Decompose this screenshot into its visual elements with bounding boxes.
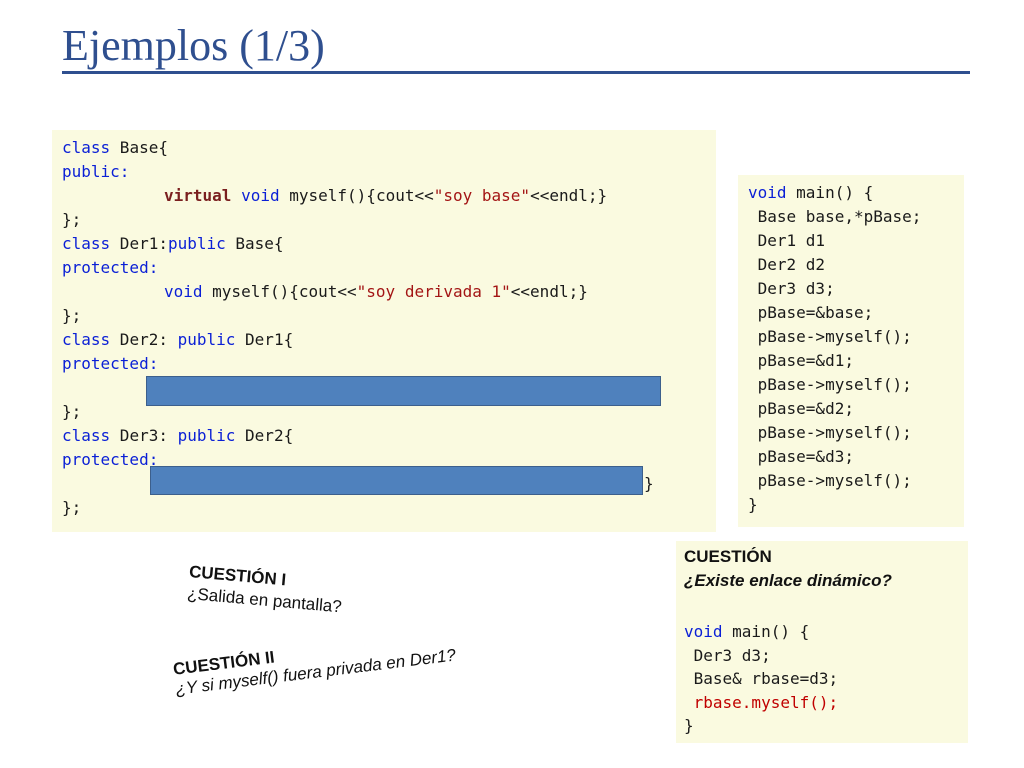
keyword: public xyxy=(167,234,226,253)
hidden-code-cover-der2[interactable] xyxy=(146,376,661,406)
code-line: Der2 d2 xyxy=(748,255,826,274)
code-line: }; xyxy=(62,210,82,229)
keyword: void xyxy=(241,186,280,205)
code-text: Der1{ xyxy=(235,330,294,349)
main-function-code: void main() { Base base,*pBase; Der1 d1 … xyxy=(738,175,964,527)
code-line: pBase=&d1; xyxy=(748,351,854,370)
code-line: } xyxy=(52,472,716,496)
keyword: class xyxy=(62,330,111,349)
keyword: void xyxy=(684,622,723,641)
code-line: void myself(){cout<<"soy derivada 1"<<en… xyxy=(52,280,716,304)
code-line: class Der2: public Der1{ xyxy=(52,328,716,352)
string-literal: "soy base" xyxy=(433,186,531,205)
code-text: <<endl;} xyxy=(510,282,588,301)
code-text: myself(){cout<< xyxy=(202,282,357,301)
code-text: Der1: xyxy=(110,234,168,253)
question-box-title: CUESTIÓN xyxy=(684,547,772,566)
code-line: protected: xyxy=(62,450,159,469)
code-line: pBase->myself(); xyxy=(748,327,912,346)
code-text: Base{ xyxy=(110,138,168,157)
question-box-question: ¿Existe enlace dinámico? xyxy=(684,571,892,590)
code-text: Der2: xyxy=(110,330,178,349)
keyword: void xyxy=(748,183,787,202)
keyword: public xyxy=(177,330,236,349)
code-line: Der1 d1 xyxy=(748,231,826,250)
code-text: <<endl;} xyxy=(530,186,608,205)
code-line: } xyxy=(748,495,758,514)
code-line: pBase=&d3; xyxy=(748,447,854,466)
class-definitions-code: class Base{ public: virtual void myself(… xyxy=(52,130,716,532)
code-line: Der3 d3; xyxy=(684,645,771,665)
code-line-highlighted: rbase.myself(); xyxy=(684,692,839,712)
code-line: Der3 d3; xyxy=(748,279,835,298)
code-line: protected: xyxy=(62,258,159,277)
title-underline xyxy=(62,71,970,74)
keyword: virtual xyxy=(164,186,232,205)
question-box: CUESTIÓN ¿Existe enlace dinámico? void m… xyxy=(676,541,968,743)
question-2: CUESTIÓN II ¿Y si myself() fuera privada… xyxy=(172,626,457,700)
keyword: public xyxy=(177,426,236,445)
question-1: CUESTIÓN I ¿Salida en pantalla? xyxy=(186,562,344,617)
hidden-code-cover-der3[interactable] xyxy=(150,466,643,495)
keyword: void xyxy=(164,282,203,301)
code-line: Base& rbase=d3; xyxy=(684,669,839,688)
code-line: virtual void myself(){cout<<"soy base"<<… xyxy=(52,184,716,208)
code-line: pBase=&base; xyxy=(748,303,874,322)
code-line: pBase->myself(); xyxy=(748,375,912,394)
code-text: Der3: xyxy=(110,426,178,445)
code-line: void main() { xyxy=(684,620,838,644)
string-literal: "soy derivada 1" xyxy=(356,282,511,301)
code-text xyxy=(231,186,241,205)
code-line: class Der1:public Base{ xyxy=(52,232,716,256)
keyword: class xyxy=(62,426,111,445)
code-line: }; xyxy=(62,306,82,325)
code-line: pBase=&d2; xyxy=(748,399,854,418)
code-line: Base base,*pBase; xyxy=(748,207,922,226)
code-line: pBase->myself(); xyxy=(748,423,912,442)
code-line: }; xyxy=(62,402,82,421)
code-text: main() { xyxy=(786,183,874,202)
slide-title: Ejemplos (1/3) xyxy=(62,21,325,70)
question-box-code: void main() { Der3 d3; Base& rbase=d3; r… xyxy=(684,620,838,738)
code-line: protected: xyxy=(62,354,159,373)
code-text: Der2{ xyxy=(235,426,294,445)
keyword: class xyxy=(62,234,111,253)
keyword: class xyxy=(62,138,111,157)
code-line: class Base{ xyxy=(52,136,716,160)
code-text: Base{ xyxy=(225,234,284,253)
code-line: class Der3: public Der2{ xyxy=(52,424,716,448)
code-text: } xyxy=(644,474,654,493)
code-line: pBase->myself(); xyxy=(748,471,912,490)
code-text: main() { xyxy=(722,622,810,641)
code-line: }; xyxy=(62,498,82,517)
code-text: myself(){cout<< xyxy=(279,186,434,205)
code-line: } xyxy=(684,716,694,735)
code-line: void main() { xyxy=(738,181,964,205)
code-line: public: xyxy=(62,162,130,181)
